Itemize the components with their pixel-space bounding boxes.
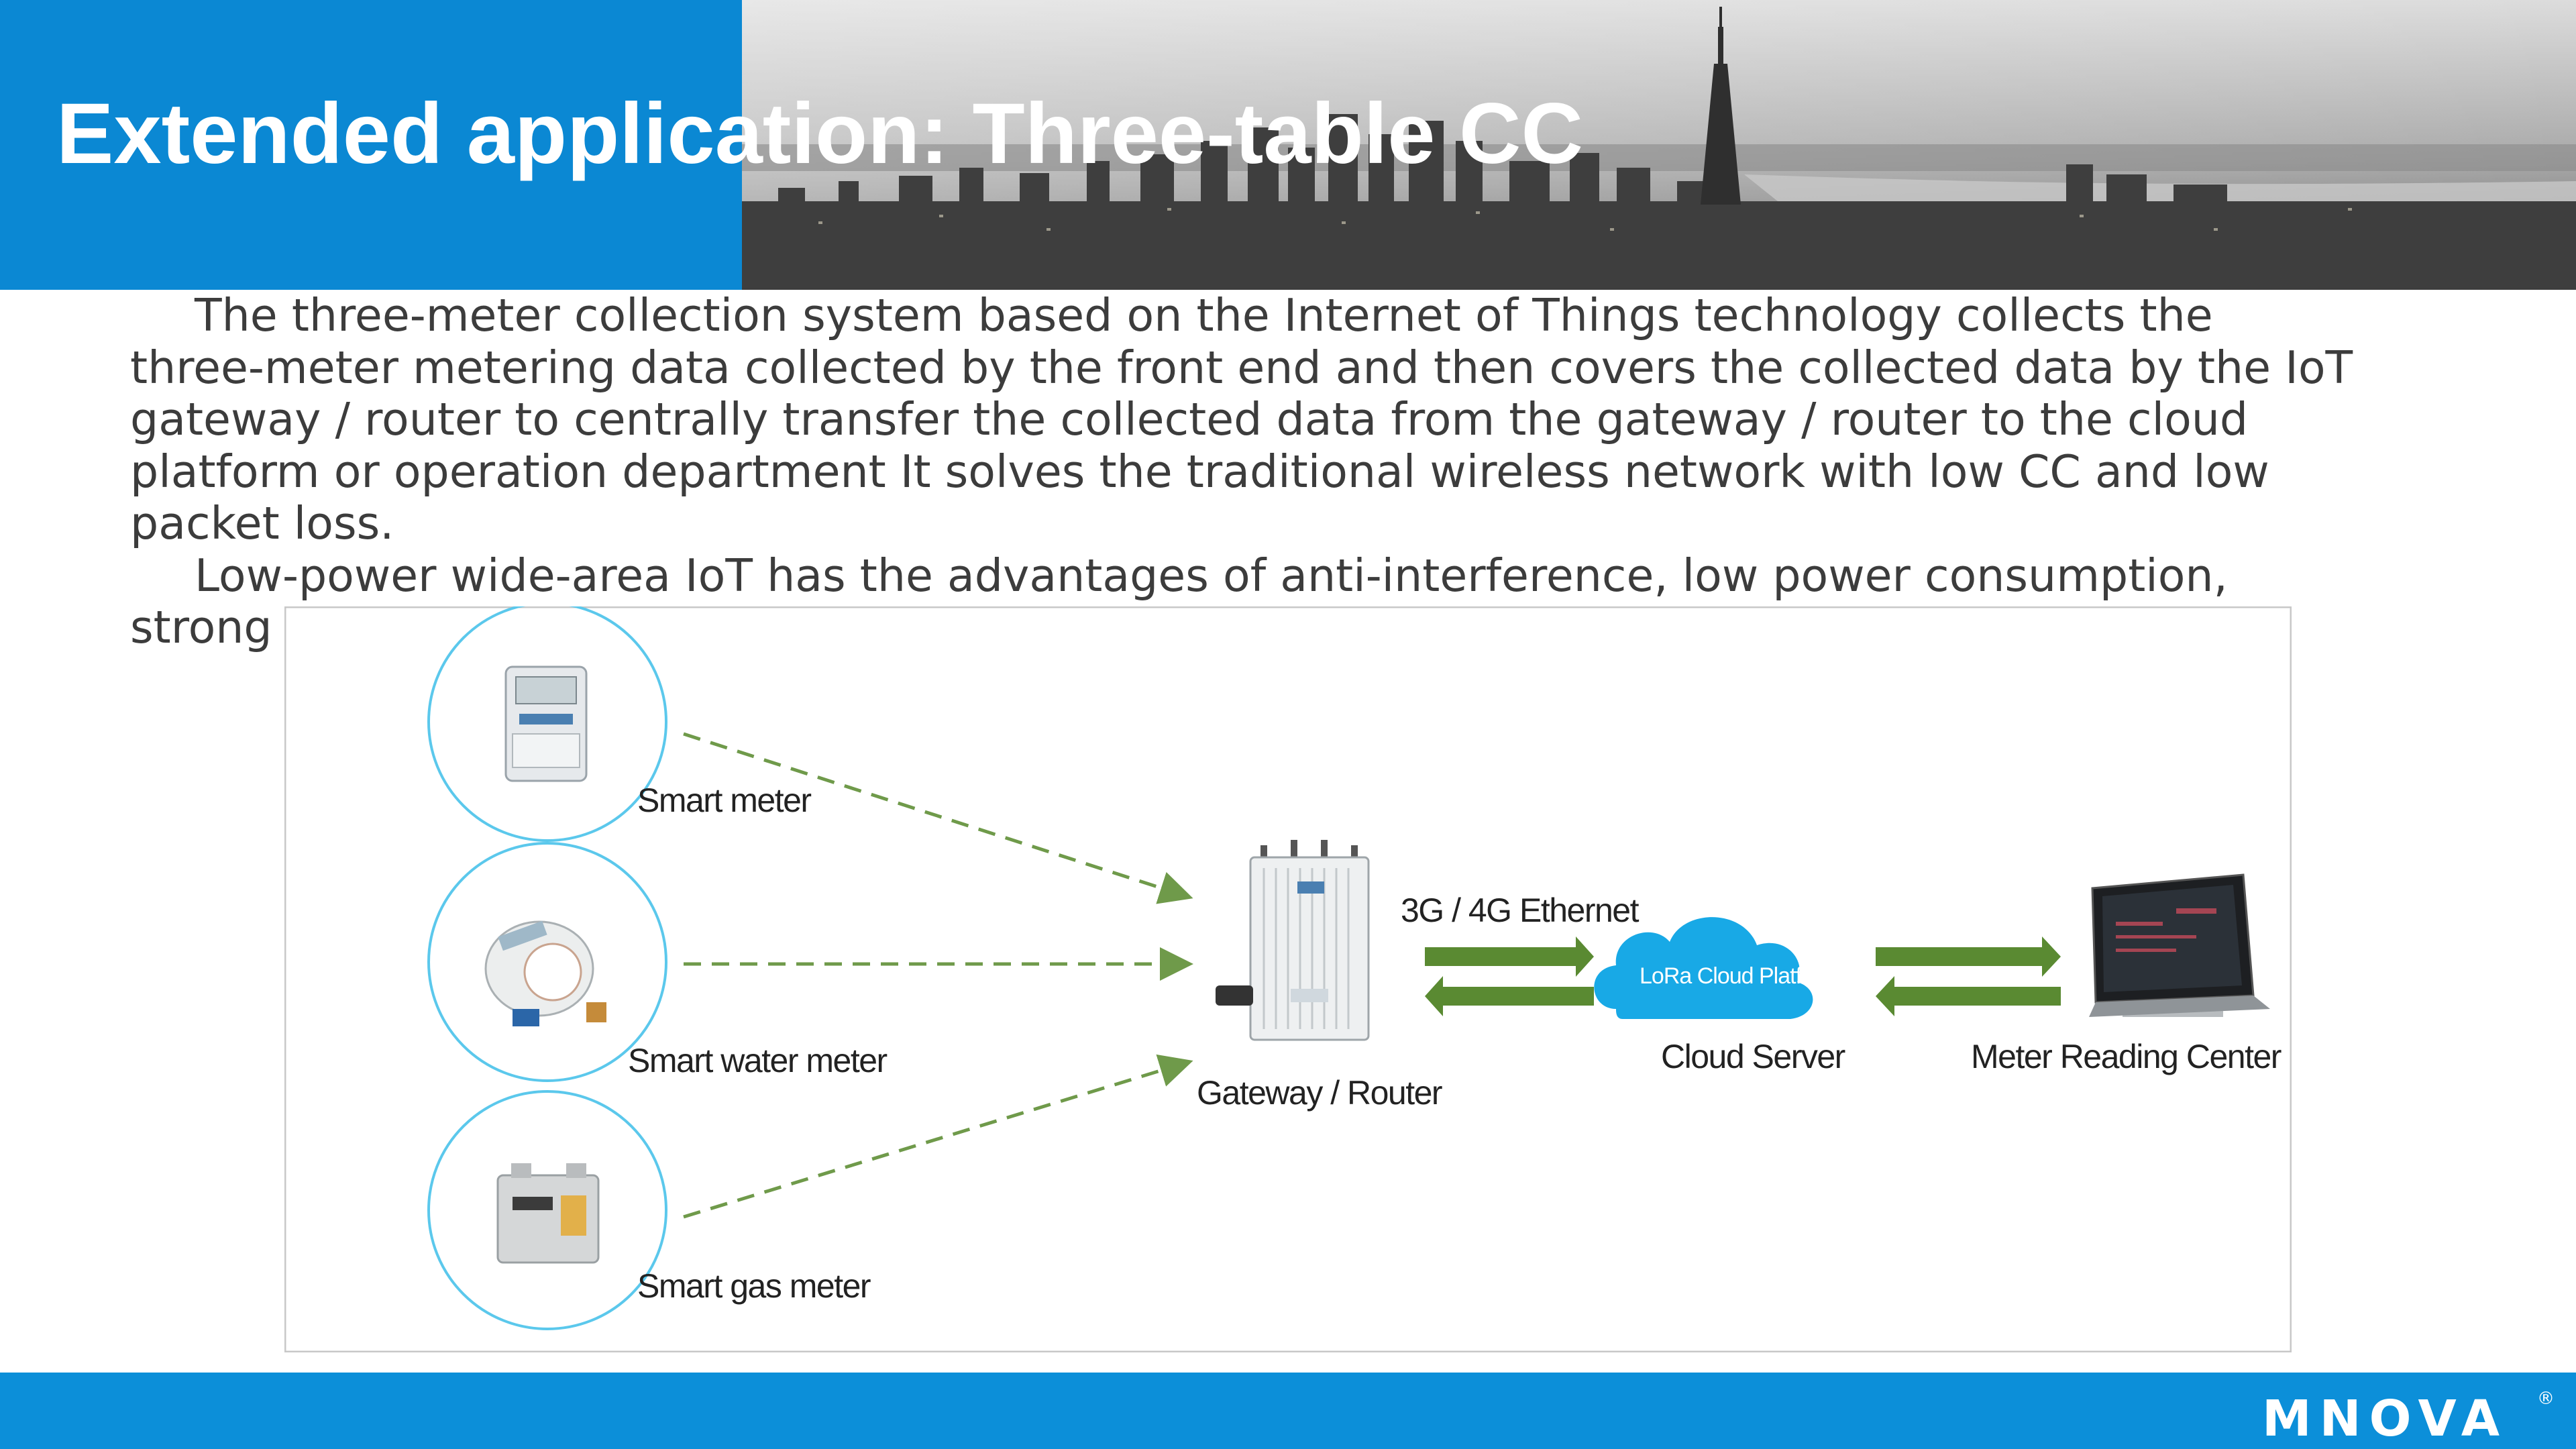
meter-reading-center-icon [2089, 873, 2270, 1017]
smart-meter-label: Smart meter [637, 782, 812, 819]
smart-meter-circle [427, 606, 667, 842]
footer-bar [0, 1373, 2576, 1449]
water-meter-circle [427, 842, 667, 1082]
smart-gas-meter-label: Smart gas meter [637, 1267, 871, 1305]
page-title: Extended application: Three-table CC [56, 86, 1583, 182]
cloud-server-label: Cloud Server [1661, 1038, 1845, 1075]
water-meter-icon [484, 920, 606, 1026]
registered-mark: ® [2537, 1389, 2555, 1409]
cloud-center-double-arrow [1876, 936, 2061, 1016]
gateway-cloud-double-arrow [1425, 936, 1594, 1016]
gateway-router-icon [1216, 840, 1370, 1041]
brand-logo-text: MNOVA [2262, 1390, 2508, 1448]
lora-cloud-icon [1594, 917, 1813, 1019]
header-banner: Extended application: Three-table CC [0, 0, 2576, 290]
paragraph-1: The three-meter collection system based … [130, 289, 2353, 549]
gas-to-gateway-arrow [683, 1054, 1193, 1219]
city-skyline-image [738, 0, 2576, 290]
gateway-router-label: Gateway / Router [1197, 1074, 1443, 1112]
meter-reading-center-label: Meter Reading Center [1971, 1038, 2282, 1075]
brand-logo: MNOVA [2262, 1394, 2508, 1444]
body-text: The three-meter collection system based … [130, 289, 2357, 654]
meter-to-gateway-arrow [683, 732, 1193, 904]
cloud-platform-text: LoRa Cloud Platform [1640, 963, 1839, 989]
link-label: 3G / 4G Ethernet [1401, 892, 1639, 929]
title-panel [0, 0, 742, 290]
smart-meter-icon [504, 665, 588, 782]
gas-meter-icon [496, 1163, 600, 1264]
three-meter-diagram: Smart meter Smart water meter Smart gas … [284, 606, 2292, 1352]
diagram-canvas [284, 606, 2292, 1352]
smart-water-meter-label: Smart water meter [628, 1042, 888, 1079]
gas-meter-circle [427, 1090, 667, 1330]
